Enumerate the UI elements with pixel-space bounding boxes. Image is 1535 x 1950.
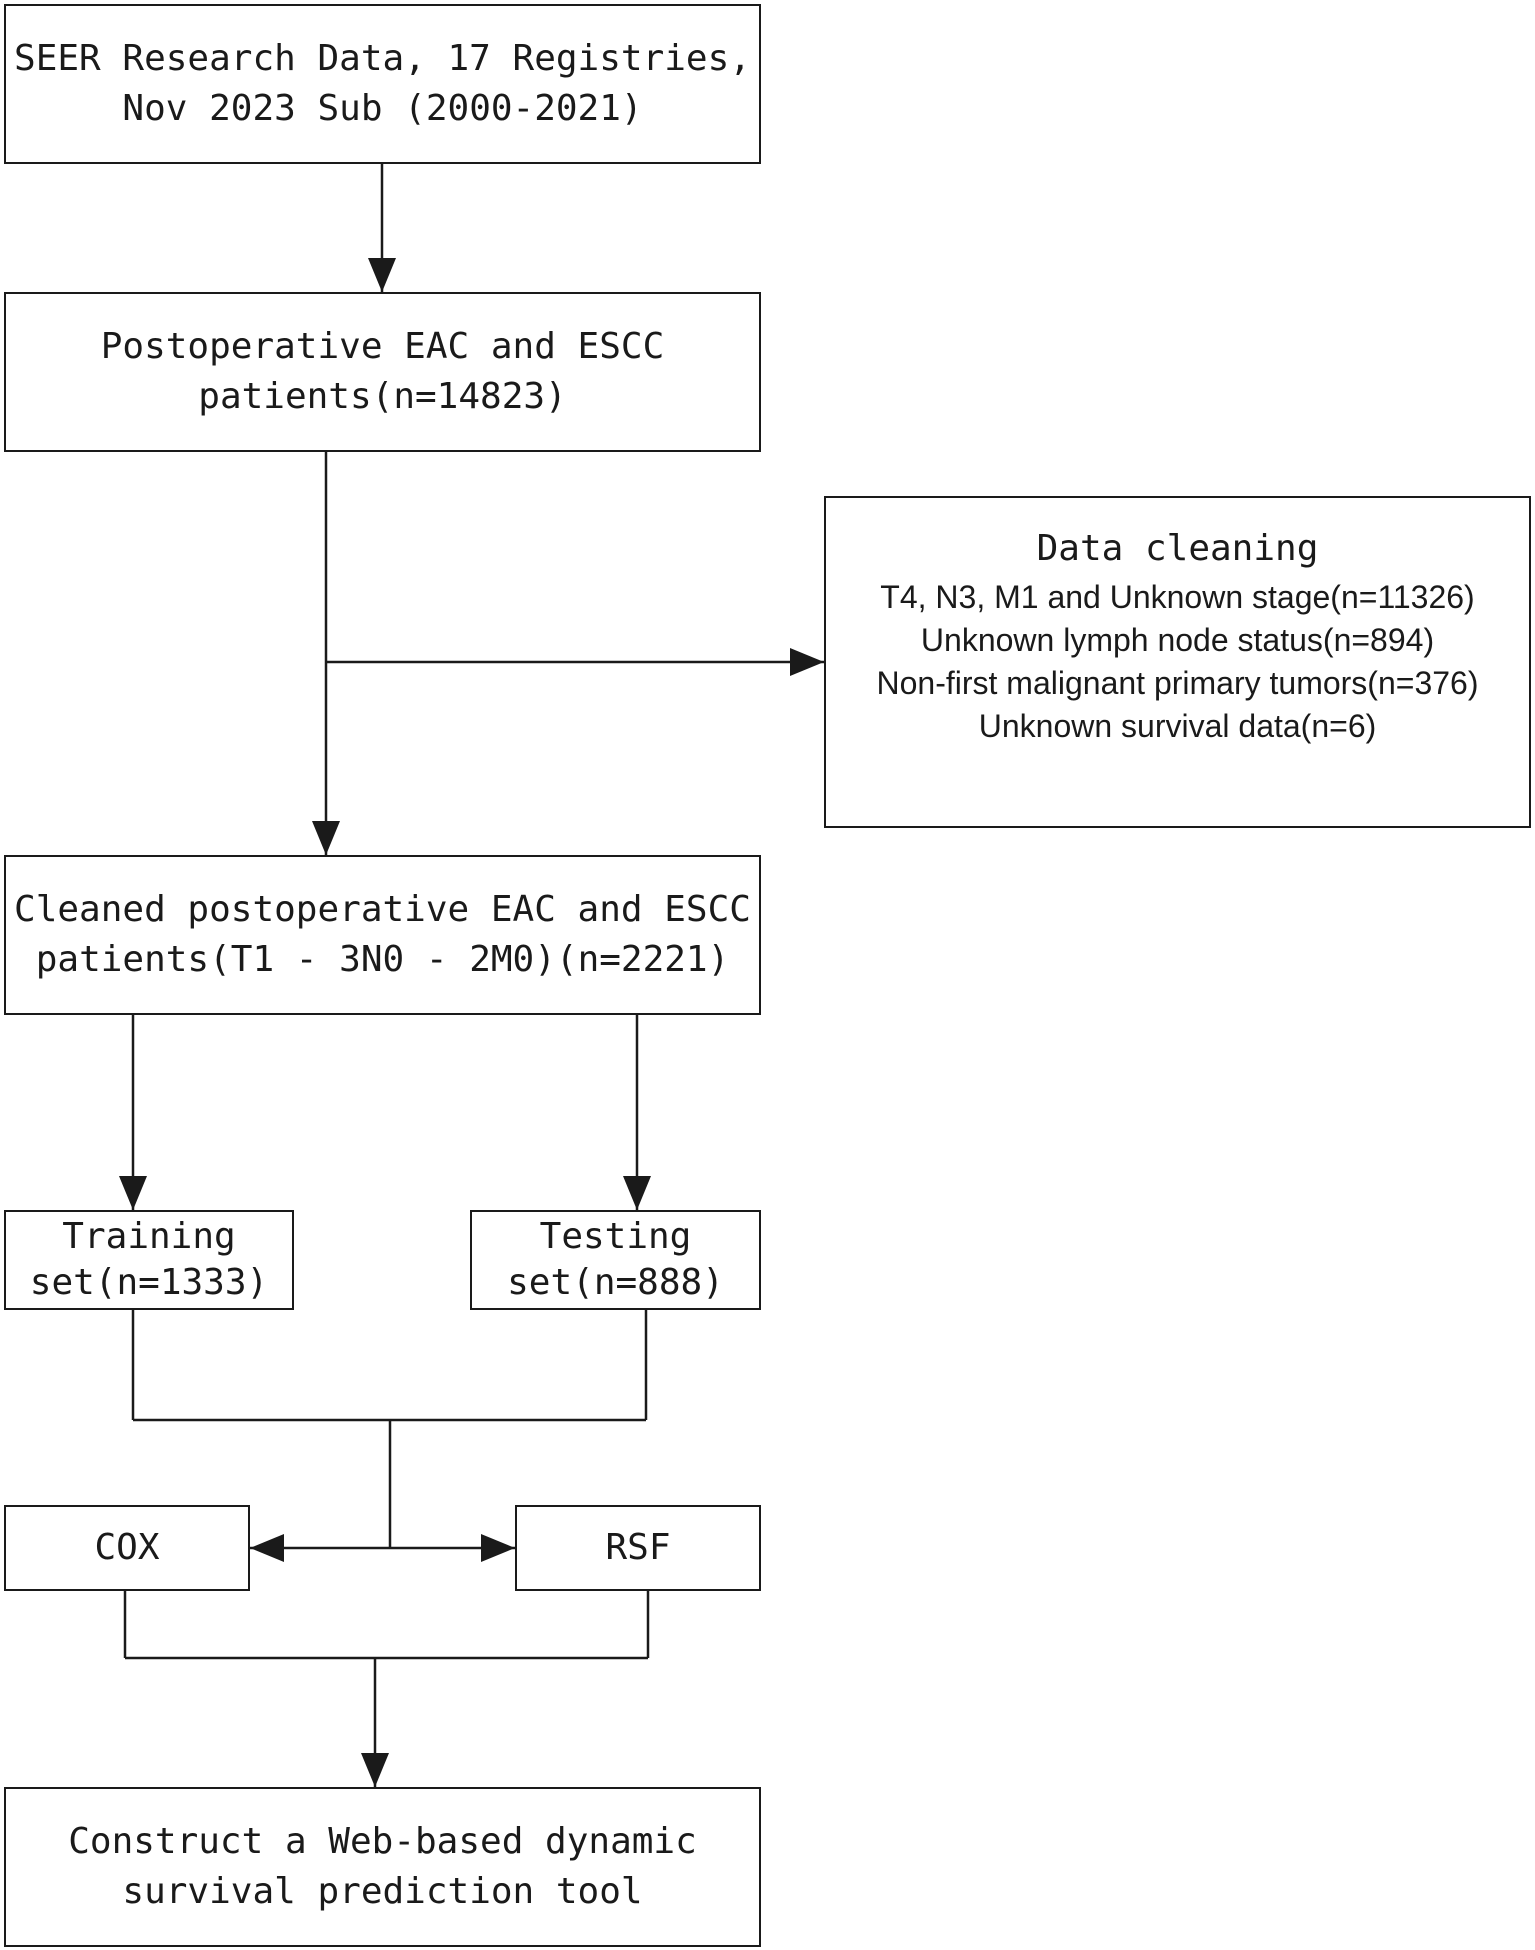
box-text: patients(T1 - 3N0 - 2M0)(n=2221) [35,939,730,980]
arrowhead [119,1176,147,1210]
arrowhead [250,1534,284,1562]
box-text: Construct a Web-based dynamic [68,1821,697,1862]
rsf-box: RSF [515,1505,761,1591]
arrowhead [368,258,396,292]
testing-set-box: Testing set(n=888) [470,1210,761,1310]
cleaned-patients-box: Cleaned postoperative EAC and ESCC patie… [4,855,761,1015]
arrowhead [481,1534,515,1562]
box-text: set(n=888) [507,1262,724,1303]
data-cleaning-box: Data cleaning T4, N3, M1 and Unknown sta… [824,496,1531,828]
exclusion-criterion: Non-first malignant primary tumors(n=376… [876,665,1479,701]
arrowhead [312,821,340,855]
seer-data-box: SEER Research Data, 17 Registries, Nov 2… [4,4,761,164]
arrowhead [361,1753,389,1787]
exclusion-criterion: Unknown survival data(n=6) [978,708,1377,744]
box-text: RSF [605,1527,671,1568]
postoperative-patients-box: Postoperative EAC and ESCC patients(n=14… [4,292,761,452]
box-text: patients(n=14823) [198,376,567,417]
arrowhead [623,1176,651,1210]
box-text: survival prediction tool [122,1871,643,1912]
data-cleaning-title: Data cleaning [1036,528,1319,569]
box-text: Nov 2023 Sub (2000-2021) [122,88,643,129]
exclusion-criterion: Unknown lymph node status(n=894) [920,622,1435,658]
exclusion-criterion: T4, N3, M1 and Unknown stage(n=11326) [880,579,1475,615]
box-text: Postoperative EAC and ESCC [100,326,665,367]
arrowhead [790,648,824,676]
box-text: Testing [539,1216,692,1257]
box-text: Cleaned postoperative EAC and ESCC [14,889,751,930]
box-text: COX [94,1527,160,1568]
box-text: set(n=1333) [29,1262,269,1303]
cox-box: COX [4,1505,250,1591]
box-text: Training [62,1216,236,1257]
training-set-box: Training set(n=1333) [4,1210,294,1310]
construct-tool-box: Construct a Web-based dynamic survival p… [4,1787,761,1947]
box-text: SEER Research Data, 17 Registries, [14,38,751,79]
